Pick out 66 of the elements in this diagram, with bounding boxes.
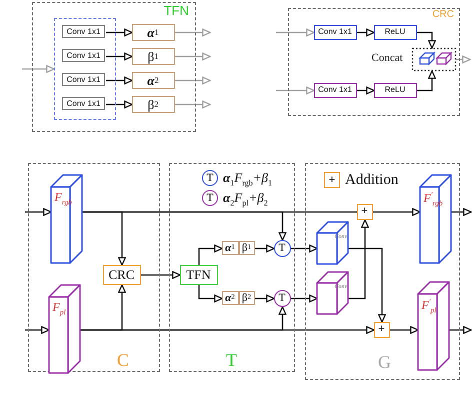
process-box: Conv 1x1 (314, 82, 356, 98)
arrow (255, 244, 275, 252)
legend-symbol: T (202, 190, 218, 206)
arrow (175, 76, 211, 84)
process-box: Conv 1x1 (62, 49, 105, 62)
panel-title: G (378, 353, 391, 371)
arrow (175, 100, 211, 108)
arrow (106, 52, 133, 60)
dashed-panel (305, 163, 460, 380)
panel-title: T (226, 351, 237, 369)
arrow (276, 28, 315, 36)
arrow (357, 86, 375, 94)
arrow (175, 28, 211, 36)
process-box: Conv 1x1 (62, 25, 105, 38)
arrow (417, 70, 436, 92)
arrow (106, 100, 133, 108)
process-box: Conv 1x1 (62, 97, 105, 110)
process-box: TFN (180, 264, 218, 284)
panel-title: CRC (432, 10, 454, 20)
arrow (449, 326, 472, 334)
operator-circle: T (274, 240, 290, 256)
arrow (373, 208, 421, 216)
process-box: ReLU (374, 82, 416, 98)
process-box: Conv 1x1 (62, 73, 105, 86)
process-box: ReLU (374, 24, 416, 40)
arrow (25, 326, 50, 334)
arrow (106, 76, 133, 84)
arrow (106, 28, 133, 36)
arrow (357, 28, 375, 36)
arrow (198, 244, 223, 265)
legend-symbol: T (202, 170, 218, 186)
arrow (390, 326, 419, 334)
legend-text: α$_{2}$F$_{pl}$+β$_{2}$ (223, 191, 268, 208)
arrow (175, 52, 211, 60)
arrow (198, 285, 223, 302)
arrow (348, 248, 386, 323)
arrow (276, 86, 315, 94)
arrow (456, 56, 471, 64)
arrow (417, 32, 436, 49)
dashed-panel (288, 8, 460, 116)
process-box: Conv 1x1 (314, 24, 356, 40)
dashed-group-box (54, 18, 116, 120)
process-box: + (374, 322, 390, 338)
arrow (22, 65, 55, 73)
legend-text: α$_{1}$F$_{rgb}$+β$_{1}$ (223, 171, 272, 188)
arrow (82, 211, 286, 241)
dashed-panel (32, 2, 196, 132)
arrow (25, 208, 52, 216)
arrow (141, 271, 181, 279)
concat-block (372, 48, 456, 70)
feature-label: F$_{pl}$ (52, 300, 66, 316)
process-box: CRC (102, 264, 140, 284)
concat-label: Concat (372, 52, 403, 64)
arrow (80, 306, 286, 331)
arrow (255, 294, 275, 302)
arrow (348, 219, 369, 300)
panel-title: TFN (164, 4, 189, 17)
arrow (291, 294, 318, 302)
legend-text: Addition (345, 173, 398, 188)
arrow (291, 244, 318, 252)
panel-title: C (117, 351, 130, 369)
process-box: + (356, 204, 372, 220)
arrow (451, 208, 472, 216)
dashed-panel (28, 163, 160, 372)
operator-circle: T (274, 290, 290, 306)
legend-symbol: + (324, 172, 340, 188)
